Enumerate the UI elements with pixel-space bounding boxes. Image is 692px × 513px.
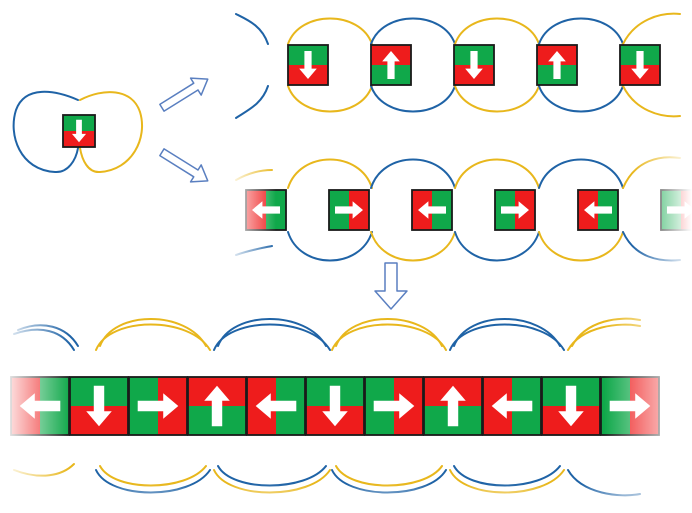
- magnet-left: [411, 189, 453, 231]
- row1-field-lines: [235, 12, 681, 119]
- magnet-left: [246, 376, 306, 436]
- arrow-up-icon: [440, 385, 466, 427]
- magnet-down: [305, 376, 365, 436]
- row2-fade-left: [226, 140, 276, 270]
- arrow-up-icon: [548, 51, 566, 79]
- arrow-down-icon: [86, 385, 112, 427]
- single-magnet-group: [12, 90, 143, 174]
- arrow-down-icon: [465, 51, 483, 79]
- arrow-left-icon: [491, 393, 533, 419]
- arrow-right-icon: [373, 393, 415, 419]
- magnet-down: [69, 376, 129, 436]
- arrow-left-icon: [584, 201, 612, 219]
- arrow-left-icon: [418, 201, 446, 219]
- magnet-up: [423, 376, 483, 436]
- arrow-down-icon: [71, 119, 87, 143]
- magnet-down: [287, 44, 329, 86]
- arrow-left-icon: [255, 393, 297, 419]
- process-arrow-down-right: [159, 148, 209, 183]
- row1-magnets: [287, 44, 661, 86]
- row-alternating-up-down: [235, 12, 681, 119]
- arrow-down-icon: [631, 51, 649, 79]
- single-magnet-field-lines: [12, 90, 143, 174]
- magnet-down: [453, 44, 495, 86]
- magnet-right: [328, 189, 370, 231]
- row3-magnets: [10, 376, 660, 436]
- magnet-up: [370, 44, 412, 86]
- magnet-right: [494, 189, 536, 231]
- magnet-up: [187, 376, 247, 436]
- arrow-up-icon: [204, 385, 230, 427]
- process-arrow-down: [374, 262, 408, 310]
- magnet-down: [619, 44, 661, 86]
- row3-fade-bottom: [0, 484, 692, 513]
- arrow-down-icon: [299, 51, 317, 79]
- arrow-right-icon: [335, 201, 363, 219]
- row2-magnets: [245, 189, 692, 231]
- process-arrow-up-right: [159, 77, 209, 112]
- row2-fade-right: [632, 140, 692, 270]
- magnet-left: [577, 189, 619, 231]
- arrow-right-icon: [501, 201, 529, 219]
- arrow-up-icon: [382, 51, 400, 79]
- row3-fade-left: [0, 310, 70, 510]
- magnet-right: [128, 376, 188, 436]
- single-magnet: [62, 114, 96, 148]
- magnet-left: [482, 376, 542, 436]
- arrow-down-icon: [322, 385, 348, 427]
- magnet-down: [62, 114, 96, 148]
- magnet-up: [536, 44, 578, 86]
- arrow-right-icon: [137, 393, 179, 419]
- magnet-right: [364, 376, 424, 436]
- row-combined-halbach: [0, 310, 692, 513]
- row-alternating-left-right: [226, 140, 692, 270]
- magnet-down: [541, 376, 601, 436]
- row3-fade-right: [604, 310, 692, 510]
- arrow-down-icon: [558, 385, 584, 427]
